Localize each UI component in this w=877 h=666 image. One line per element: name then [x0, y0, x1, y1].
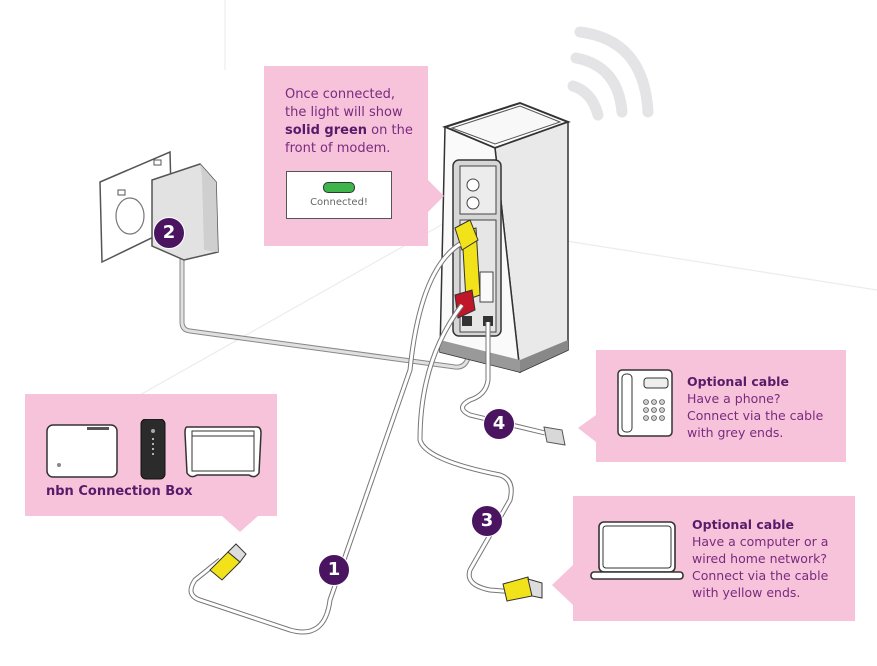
callout-text: Connect via the cable — [692, 568, 829, 583]
callout-text: front of modem. — [285, 141, 391, 156]
step-badge-1: 1 — [318, 554, 350, 586]
callout-text: with yellow ends. — [692, 585, 801, 600]
step-badge-3: 3 — [471, 505, 503, 537]
nbn-title: nbn Connection Box — [46, 484, 193, 499]
callout-text: Connect via the cable — [687, 408, 824, 423]
computer-yellow-plug-icon — [502, 576, 543, 602]
phone-callout-text: Optional cable Have a phone? Connect via… — [687, 373, 823, 441]
cable-3 — [417, 303, 516, 595]
callout-pointer — [578, 415, 596, 442]
laptop-icon — [590, 521, 684, 580]
callout-pointer — [428, 180, 444, 212]
callout-text: on the — [367, 123, 413, 138]
nbn-yellow-plug-icon — [209, 543, 247, 581]
cable-4 — [460, 322, 546, 436]
callout-text: Have a computer or a — [692, 534, 829, 549]
callout-emphasis: solid green — [285, 123, 368, 138]
cable-1 — [188, 241, 462, 635]
green-light-icon — [323, 182, 355, 193]
callout-text: Once connected, — [285, 87, 395, 102]
phone-plug-icon — [543, 426, 566, 446]
step-badge-2: 2 — [153, 217, 185, 249]
callout-title: Optional cable — [692, 517, 794, 532]
nbn-callout: nbn Connection Box — [25, 394, 277, 516]
status-indicator-box: Connected! — [286, 171, 392, 219]
callout-text: Have a phone? — [687, 391, 781, 406]
phone-icon — [617, 369, 673, 437]
computer-callout: Optional cable Have a computer or a wire… — [573, 496, 855, 621]
callout-text: the light will show — [285, 105, 403, 120]
step-badge-4: 4 — [483, 408, 515, 440]
phone-callout: Optional cable Have a phone? Connect via… — [596, 350, 846, 462]
wifi-signal-icon — [567, 26, 654, 121]
modem-light-callout: Once connected, the light will show soli… — [264, 66, 428, 246]
callout-title: Optional cable — [687, 374, 789, 389]
callout-text: wired home network? — [692, 551, 827, 566]
callout-text: with grey ends. — [687, 425, 784, 440]
callout-pointer — [552, 565, 573, 605]
status-label: Connected! — [310, 197, 368, 208]
modem-light-text: Once connected, the light will show soli… — [285, 86, 413, 158]
nbn-box-icon — [46, 419, 262, 480]
callout-pointer — [222, 516, 258, 532]
computer-callout-text: Optional cable Have a computer or a wire… — [692, 516, 828, 601]
